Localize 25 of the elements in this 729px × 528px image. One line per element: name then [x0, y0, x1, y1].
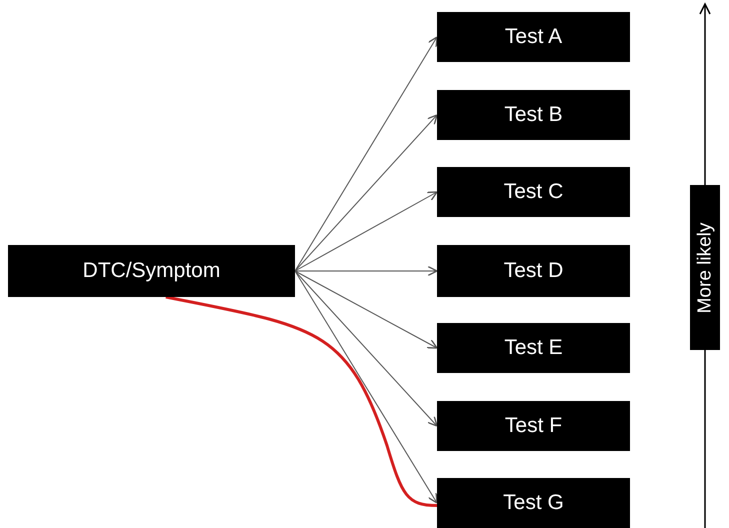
box-label: Test F: [504, 414, 562, 438]
process-box: [437, 478, 630, 528]
arrow: [294, 270, 438, 349]
process-box: [437, 245, 630, 297]
box-label: DTC/Symptom: [82, 259, 220, 283]
process-box: [8, 245, 295, 297]
arrow: [294, 270, 438, 427]
box-label: Test A: [504, 25, 562, 49]
box-label: Test E: [504, 336, 563, 360]
box-label: Test C: [504, 180, 564, 204]
process-box: [437, 12, 630, 62]
arrow: [294, 36, 438, 272]
process-box: [437, 323, 630, 373]
box-label: Test B: [504, 103, 563, 127]
arrow: [294, 266, 438, 276]
axis-label: More likely: [694, 222, 716, 313]
box-label: Test D: [504, 259, 564, 283]
arrow: [294, 270, 438, 504]
box-label: Test G: [503, 491, 564, 515]
arrow: [294, 114, 438, 272]
process-box: [437, 401, 630, 451]
process-box: [437, 90, 630, 140]
process-box: [437, 167, 630, 217]
arrow: [294, 191, 438, 272]
curved-line: [166, 296, 438, 507]
